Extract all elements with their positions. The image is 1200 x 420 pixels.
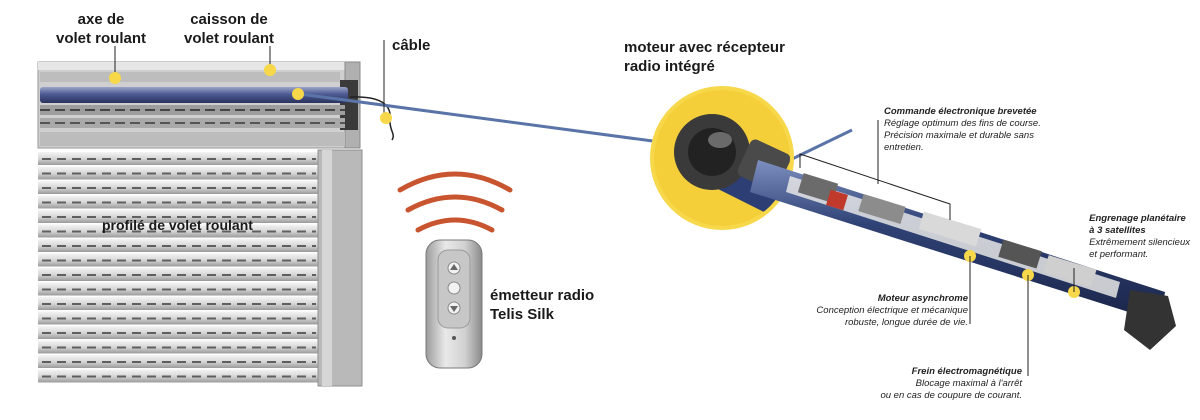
label-profile: profilé de volet roulant <box>102 217 253 233</box>
label-moteur: moteur avec récepteur radio intégré <box>624 38 785 76</box>
label-emetteur-line1: émetteur radio <box>490 287 595 304</box>
note-engrenage-line: et performant. <box>1089 249 1149 260</box>
label-axe-line1: axe de <box>77 11 125 28</box>
note-frein-line: ou en cas de coupure de courant. <box>880 390 1022 401</box>
markers <box>109 64 392 124</box>
note-commande-title: Commande électronique brevetée <box>884 106 1037 117</box>
remote-stop-button <box>447 281 461 295</box>
marker-caisson <box>264 64 276 76</box>
label-caisson: caisson de volet roulant <box>154 10 304 48</box>
label-emetteur: émetteur radio Telis Silk <box>490 286 594 324</box>
side-rail-highlight <box>322 150 332 386</box>
note-frein-line: Blocage maximal à l'arrêt <box>915 378 1022 389</box>
note-commande-line: entretien. <box>884 142 924 153</box>
label-axe-line2: volet roulant <box>55 30 146 47</box>
note-commande-line: Précision maximale et durable sans <box>884 130 1034 141</box>
radio-waves-icon <box>397 171 513 233</box>
note-commande: Commande électronique brevetée Réglage o… <box>884 106 1041 154</box>
connector-line <box>299 92 661 144</box>
marker-cable <box>380 112 392 124</box>
note-frein-title: Frein électromagnétique <box>911 366 1022 377</box>
label-moteur-line2: radio intégré <box>624 58 715 75</box>
note-engrenage-title: à 3 satellites <box>1089 225 1146 236</box>
note-moteur-async-line: robuste, longue durée de vie. <box>844 317 968 328</box>
note-engrenage: Engrenage planétaire à 3 satellites Extr… <box>1089 213 1190 261</box>
marker-motor <box>292 88 304 100</box>
note-engrenage-line: Extrêmement silencieux <box>1089 237 1190 248</box>
note-commande-line: Réglage optimum des fins de course. <box>884 118 1041 129</box>
label-caisson-line1: caisson de <box>190 11 268 28</box>
motor-tube <box>750 160 1176 350</box>
note-engrenage-title: Engrenage planétaire <box>1089 213 1186 224</box>
label-emetteur-line2: Telis Silk <box>490 306 554 323</box>
note-moteur-async: Moteur asynchrome Conception électrique … <box>816 293 968 329</box>
label-caisson-line2: volet roulant <box>183 30 274 47</box>
marker-axe <box>109 72 121 84</box>
label-axe: axe de volet roulant <box>16 10 186 48</box>
shutter-slats <box>38 152 320 383</box>
note-leaders <box>799 120 1075 376</box>
label-moteur-line1: moteur avec récepteur <box>624 39 785 56</box>
label-cable: câble <box>392 37 431 54</box>
shutter-axle <box>40 87 348 146</box>
note-moteur-async-title: Moteur asynchrome <box>877 293 968 304</box>
note-frein: Frein électromagnétique Blocage maximal … <box>880 366 1022 402</box>
note-moteur-async-line: Conception électrique et mécanique <box>816 305 968 316</box>
remote-control <box>425 239 483 369</box>
connector-line-right <box>789 128 853 162</box>
